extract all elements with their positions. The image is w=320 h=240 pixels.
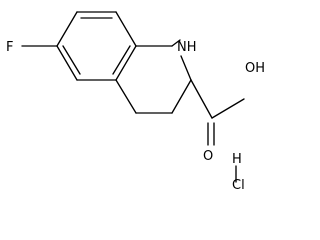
hydrogen-label: H [232,152,242,167]
aromatic-inner-bond [62,45,81,75]
bond [56,11,78,47]
chemical-structure: F NH OH O H Cl [6,11,265,191]
aromatic-ring-bonds [56,11,137,81]
bond [115,79,137,114]
chlorine-label: Cl [232,178,245,191]
bond [171,39,181,47]
fluorine-label: F [6,40,13,55]
atom-labels: F NH OH O H Cl [6,40,265,191]
hydroxyl-bond [211,98,245,119]
hydroxyl-label: OH [245,61,265,76]
bond [171,79,192,114]
substituent-bonds [21,45,245,183]
bond [180,55,192,81]
oxygen-label: O [203,149,213,164]
bond [115,11,137,47]
nitrogen-label: NH [177,40,197,55]
saturated-ring-bonds [115,39,192,114]
bond [56,45,78,81]
carboxyl-bond [190,79,213,119]
aromatic-inner-bond [112,45,131,75]
bond [115,45,137,81]
